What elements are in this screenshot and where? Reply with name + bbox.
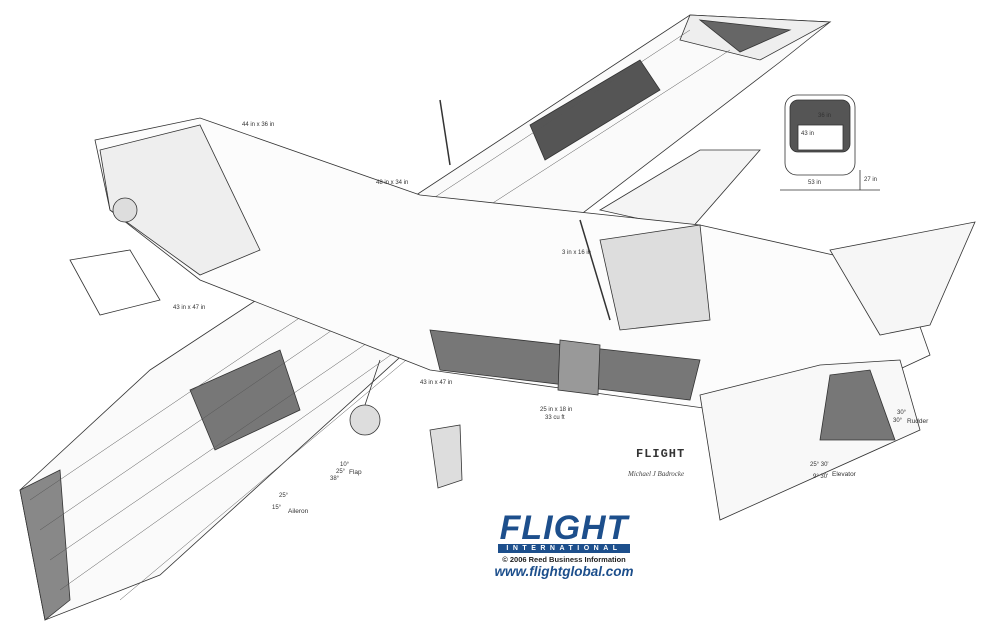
main-wheel — [349, 404, 381, 436]
wing-fuel-panel — [529, 59, 661, 161]
website-link[interactable]: www.flightglobal.com — [494, 564, 634, 579]
vertical-tail — [829, 221, 976, 336]
label-front-door: 44 in x 36 in — [242, 122, 275, 128]
rudder-angle: 30° — [897, 410, 907, 416]
rudder-angle: 30° — [893, 418, 903, 424]
label-left-door: 43 in x 47 in — [173, 305, 206, 311]
label-rudder: Rudder — [907, 418, 929, 425]
cross-section-inner-width: 43 in — [801, 131, 815, 137]
artist-signature: Michael J Badrocke — [628, 470, 685, 478]
flap-angle: 38° — [330, 476, 340, 482]
elevator-dark — [819, 369, 896, 441]
label-aileron: Aileron — [288, 508, 309, 515]
label-baggage: 25 in x 18 in — [540, 407, 573, 413]
copyright-text: © 2006 Reed Business Information — [502, 555, 626, 564]
aileron-angle: 25° — [279, 493, 289, 499]
flight-international-logo: FLIGHT INTERNATIONAL © 2006 Reed Busines… — [494, 509, 634, 579]
label-baggage-volume: 33 cu ft — [545, 415, 565, 421]
flap-angle: 25° — [336, 469, 346, 475]
nose-wheel — [112, 197, 138, 223]
wing-fuel-panel-left — [189, 349, 301, 451]
cross-section-floor-width: 53 in — [808, 180, 822, 186]
logo-subtitle: INTERNATIONAL — [498, 544, 630, 553]
cockpit — [99, 124, 261, 276]
aileron-angle: 15° — [272, 505, 282, 511]
label-rear-door: 43 in x 47 in — [420, 380, 453, 386]
engine-nacelle — [599, 224, 711, 331]
label-elevator: Elevator — [832, 471, 856, 478]
mini-flight-logo: FLIGHT — [636, 447, 686, 461]
elevator-angle: 9° 30' — [813, 474, 829, 480]
detail-part-2 — [69, 249, 161, 316]
cross-section-inset — [780, 94, 880, 191]
wing-tip-right-dark — [698, 19, 792, 53]
logo-title: FLIGHT — [499, 509, 629, 547]
detail-part — [429, 424, 463, 489]
label-flap: Flap — [349, 469, 362, 476]
cross-section-height: 36 in — [818, 113, 832, 119]
cross-section-floor-height: 27 in — [864, 177, 878, 183]
cabin-door — [557, 339, 601, 396]
propeller-blade — [439, 99, 451, 166]
label-mid-door: 48 in x 34 in — [376, 180, 409, 186]
flap-angle: 10° — [340, 462, 350, 468]
wing-tip-left — [19, 469, 71, 621]
fuselage — [94, 117, 931, 421]
label-engine-note: 3 in x 16 in — [562, 250, 592, 256]
elevator-angle: 25° 30' — [810, 462, 829, 468]
